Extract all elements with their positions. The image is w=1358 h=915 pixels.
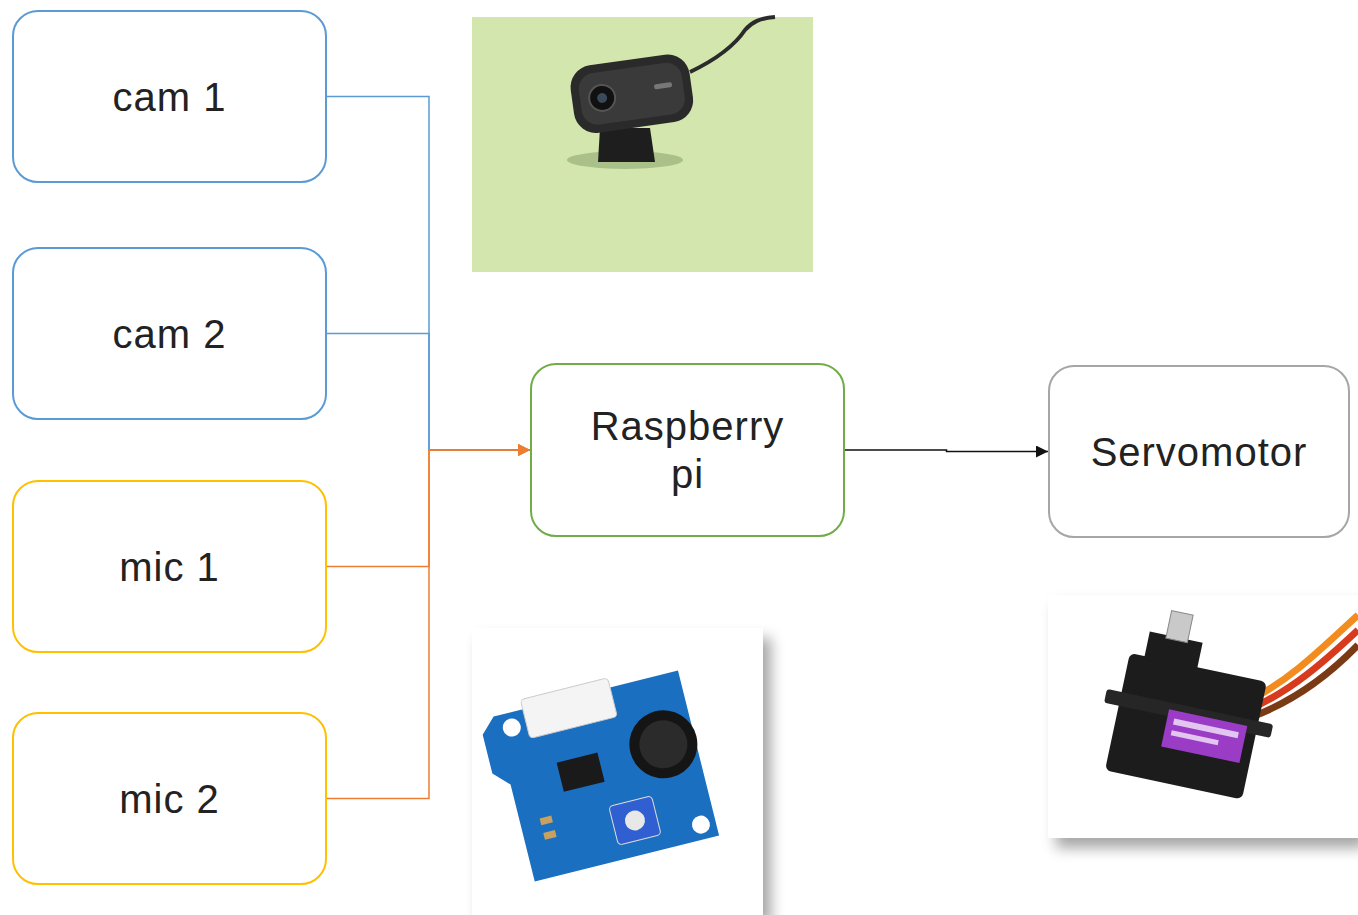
webcam-stand (598, 128, 655, 162)
connector (520, 678, 617, 739)
photo-card (472, 628, 763, 915)
mount-hole (501, 717, 523, 739)
box-label: mic 1 (119, 543, 220, 591)
servo-body (1105, 653, 1267, 799)
photo-ground (472, 17, 813, 272)
actuator-box: Servomotor (1048, 365, 1350, 538)
servo-wire (1252, 630, 1358, 708)
servo-gear-shaft (1166, 611, 1193, 643)
box-label: mic 2 (119, 775, 220, 823)
potentiometer-knob (623, 808, 647, 832)
potentiometer (609, 796, 661, 845)
microphone-grille (634, 715, 692, 773)
webcam-cable (690, 17, 775, 72)
smd-part (540, 816, 553, 826)
box-label: Servomotor (1091, 428, 1308, 476)
signal-connector (327, 97, 530, 451)
signal-connector (327, 334, 530, 451)
input-box: mic 1 (12, 480, 327, 653)
mount-hole (690, 814, 712, 836)
input-box: cam 2 (12, 247, 327, 420)
pcb-board (479, 671, 719, 886)
webcam-logo-mark (654, 82, 673, 89)
webcam-face (577, 61, 687, 127)
webcam-lens (587, 83, 616, 112)
webcam-photo (472, 17, 813, 272)
box-label: Raspberry pi (573, 402, 803, 498)
smd-part (543, 830, 556, 840)
servo-wire (1254, 645, 1358, 716)
webcam-body (568, 52, 696, 136)
webcam-lens-glass (596, 92, 607, 103)
signal-connector (845, 450, 1048, 452)
servo-label-print (1171, 730, 1219, 745)
controller-box: Raspberry pi (530, 363, 845, 537)
microphone-capsule (622, 703, 704, 785)
amplifier-chip (557, 753, 605, 792)
microphone-module-photo (472, 628, 763, 915)
input-box: cam 1 (12, 10, 327, 183)
input-box: mic 2 (12, 712, 327, 885)
photo-card (1048, 595, 1358, 838)
servomotor-photo (1048, 595, 1358, 838)
signal-connector (327, 450, 530, 799)
box-label: cam 2 (113, 310, 227, 358)
box-label: cam 1 (113, 73, 227, 121)
servo-label (1161, 709, 1247, 763)
